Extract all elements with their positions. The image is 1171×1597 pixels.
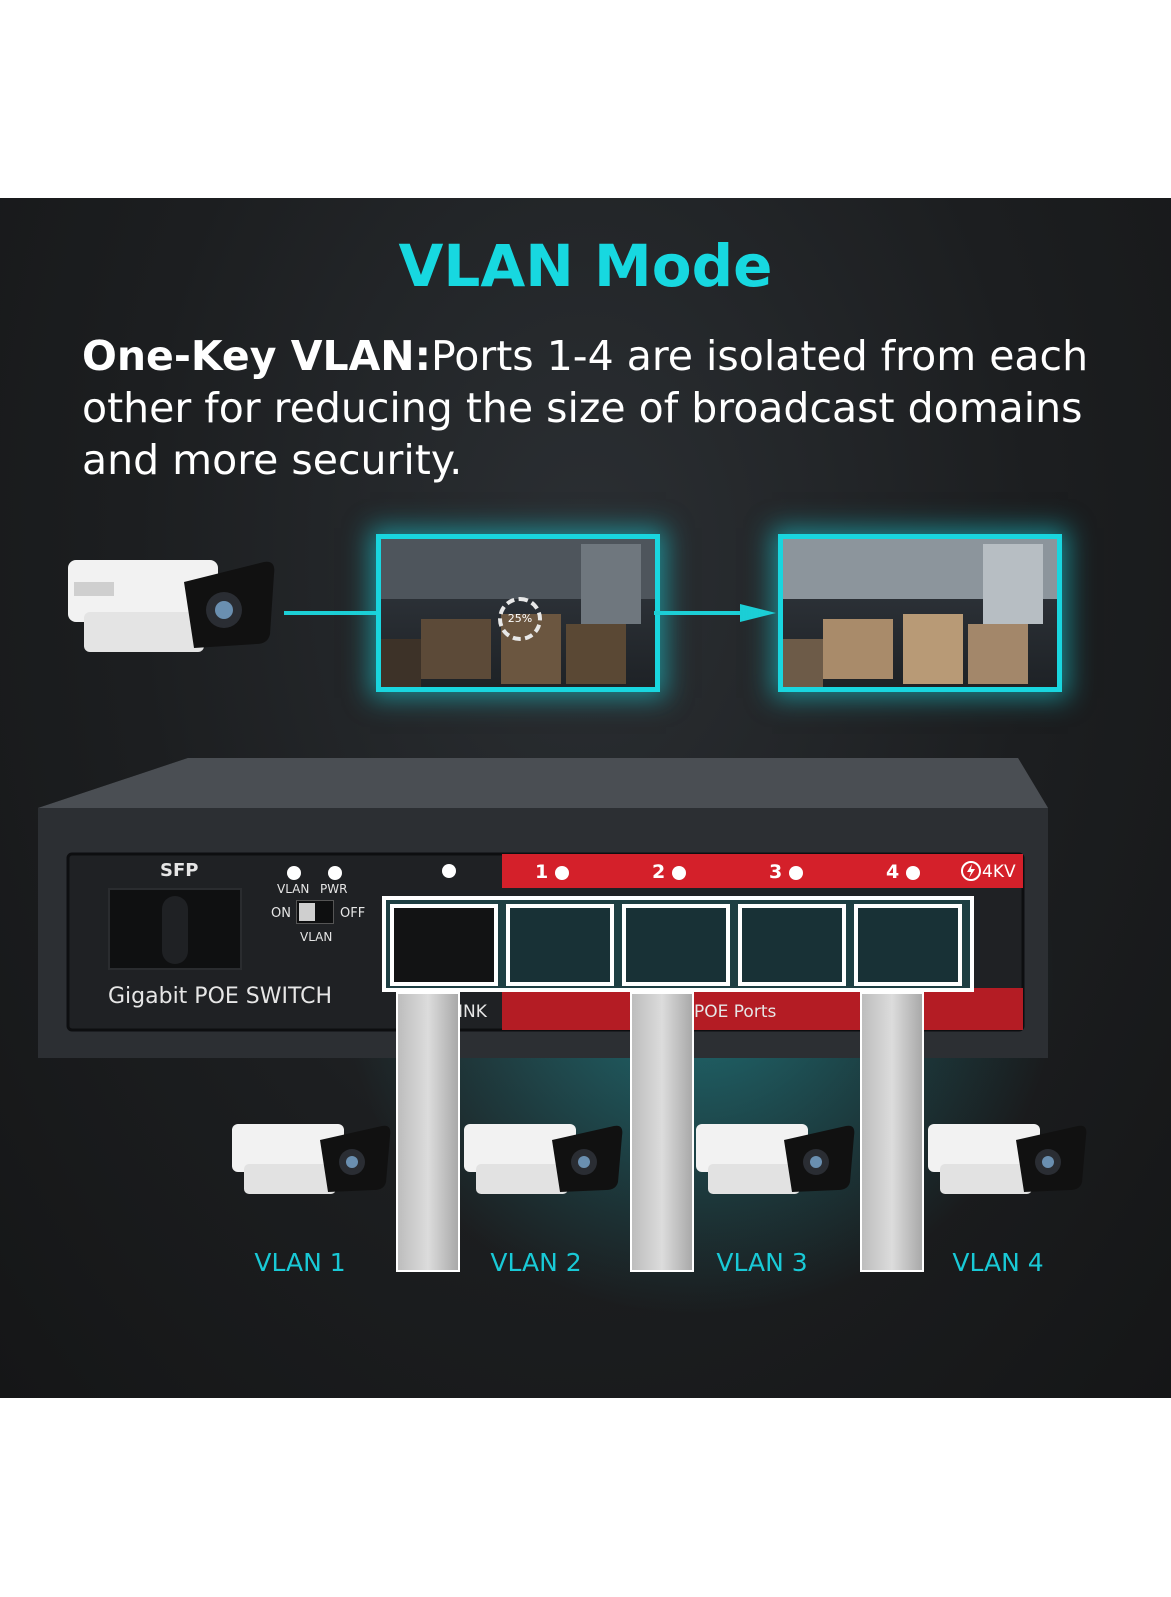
port-number-3: 3 <box>769 861 783 883</box>
port-number-4: 4 <box>886 861 900 883</box>
vlan-feature-panel: VLAN Mode One-Key VLAN:Ports 1-4 are iso… <box>0 198 1171 1398</box>
toggle-on-label: ON <box>271 906 291 921</box>
model-label: Gigabit POE SWITCH <box>108 984 333 1009</box>
video-preview-clear <box>778 534 1062 692</box>
toggle-off-label: OFF <box>340 906 366 921</box>
page-title: VLAN Mode <box>398 232 773 300</box>
vlan4-camera-icon <box>926 1118 1092 1208</box>
isolation-wall-2 <box>630 992 694 1272</box>
vlan-2-label: VLAN 2 <box>490 1248 582 1277</box>
port-number-2: 2 <box>652 861 666 883</box>
surge-protection-icon <box>960 860 982 886</box>
isolation-wall-1 <box>396 992 460 1272</box>
feature-description: One-Key VLAN:Ports 1-4 are isolated from… <box>82 330 1122 486</box>
uplink-port[interactable] <box>390 904 498 986</box>
surge-label: 4KV <box>982 862 1016 882</box>
loading-percent: 25% <box>507 612 533 625</box>
description-lead: One-Key VLAN: <box>82 332 432 380</box>
sfp-label: SFP <box>160 860 199 881</box>
uplink-led <box>442 864 456 878</box>
video-preview-loading: 25% <box>376 534 660 692</box>
vlan1-camera-icon <box>230 1118 396 1208</box>
pwr-led <box>328 866 342 880</box>
toggle-label: VLAN <box>300 930 333 944</box>
sfp-port[interactable] <box>108 888 242 970</box>
vlan-led <box>287 866 301 880</box>
vlan-4-label: VLAN 4 <box>952 1248 1044 1277</box>
port-led-4 <box>906 866 920 880</box>
isolation-wall-3 <box>860 992 924 1272</box>
port-led-2 <box>672 866 686 880</box>
poe-port-2[interactable] <box>622 904 730 986</box>
stream-link-1 <box>284 611 380 615</box>
uplink-label: INK <box>458 1002 487 1022</box>
poe-ports-label: POE Ports <box>694 1002 777 1022</box>
arrow-right-icon <box>740 600 776 630</box>
vlan-led-label: VLAN <box>277 882 310 896</box>
source-camera-icon <box>64 552 284 666</box>
poe-port-4[interactable] <box>854 904 962 986</box>
vlan2-camera-icon <box>462 1118 628 1208</box>
vlan-toggle-switch[interactable] <box>296 900 334 924</box>
description-text: Ports 1-4 are isolated from each other f… <box>82 332 1089 484</box>
poe-port-1[interactable] <box>506 904 614 986</box>
port-led-3 <box>789 866 803 880</box>
port-led-1 <box>555 866 569 880</box>
port-number-1: 1 <box>535 861 549 883</box>
poe-port-3[interactable] <box>738 904 846 986</box>
stream-link-2 <box>654 611 754 615</box>
loading-spinner-icon: 25% <box>498 597 542 641</box>
pwr-led-label: PWR <box>320 882 348 896</box>
vlan-3-label: VLAN 3 <box>716 1248 808 1277</box>
vlan3-camera-icon <box>694 1118 860 1208</box>
vlan-1-label: VLAN 1 <box>254 1248 346 1277</box>
